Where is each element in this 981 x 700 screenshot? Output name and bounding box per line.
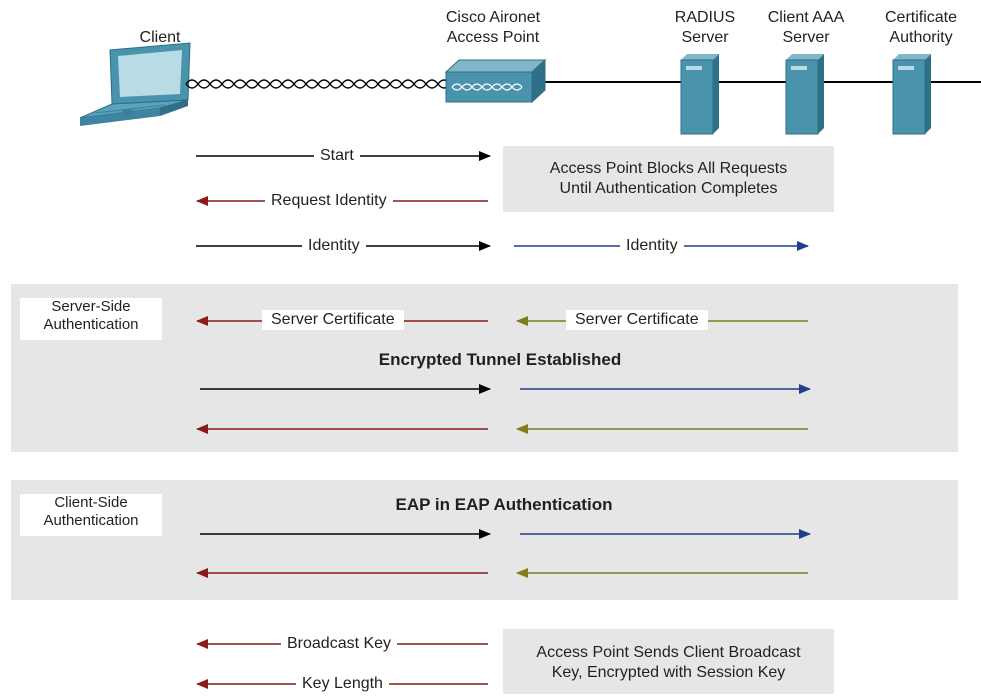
ca-label-line2: Authority <box>889 29 953 46</box>
radius-server-label-line2: Server <box>681 29 729 46</box>
start-label: Start <box>314 146 360 166</box>
ca-label-line1: Certificate <box>884 9 958 26</box>
client-side-panel <box>11 480 958 600</box>
blocks-note: Access Point Blocks All Requests Until A… <box>503 159 834 199</box>
server-side-label-line2: Authentication <box>43 316 139 333</box>
server-cert-label-left: Server Certificate <box>262 310 404 330</box>
identity-label-right: Identity <box>620 236 684 256</box>
aaa-server-label: Client AAA Server <box>756 8 856 48</box>
blocks-note-line2: Until Authentication Completes <box>559 180 778 197</box>
access-point-label-line2: Access Point <box>446 29 540 46</box>
aaa-server-label-line2: Server <box>782 29 830 46</box>
sends-note-line1: Access Point Sends Client Broadcast <box>536 644 801 661</box>
radius-server-icon <box>680 54 719 135</box>
eap-title: EAP in EAP Authentication <box>395 495 613 514</box>
blocks-note-line1: Access Point Blocks All Requests <box>549 160 788 177</box>
aaa-server-icon <box>785 54 824 135</box>
identity-label-left: Identity <box>302 236 366 256</box>
client-side-label: Client-Side Authentication <box>20 494 162 536</box>
top-note-panel <box>503 146 834 212</box>
bottom-note-panel <box>503 629 834 694</box>
laptop-icon <box>79 42 191 126</box>
client-side-label-line2: Authentication <box>43 512 139 529</box>
server-cert-label-right: Server Certificate <box>566 310 708 330</box>
server-side-label-line1: Server-Side <box>51 298 131 315</box>
aaa-server-label-line1: Client AAA <box>767 9 845 26</box>
client-label: Client <box>139 29 181 46</box>
access-point-label: Cisco Aironet Access Point <box>418 8 568 48</box>
sends-note: Access Point Sends Client Broadcast Key,… <box>503 643 834 683</box>
tunnel-title: Encrypted Tunnel Established <box>378 350 622 369</box>
ca-label: Certificate Authority <box>866 8 976 48</box>
wireless-link-icon <box>185 79 451 89</box>
access-point-icon <box>444 58 547 104</box>
sends-note-line2: Key, Encrypted with Session Key <box>551 664 786 681</box>
ca-server-icon <box>892 54 931 135</box>
access-point-label-line1: Cisco Aironet <box>445 9 541 26</box>
client-side-label-line1: Client-Side <box>54 494 128 511</box>
radius-server-label: RADIUS Server <box>660 8 750 48</box>
broadcast-key-label: Broadcast Key <box>281 634 398 654</box>
radius-server-label-line1: RADIUS <box>674 9 736 26</box>
server-side-panel <box>11 284 958 452</box>
key-length-label: Key Length <box>296 674 389 694</box>
request-identity-label: Request Identity <box>265 191 393 211</box>
server-side-label: Server-Side Authentication <box>20 298 162 340</box>
